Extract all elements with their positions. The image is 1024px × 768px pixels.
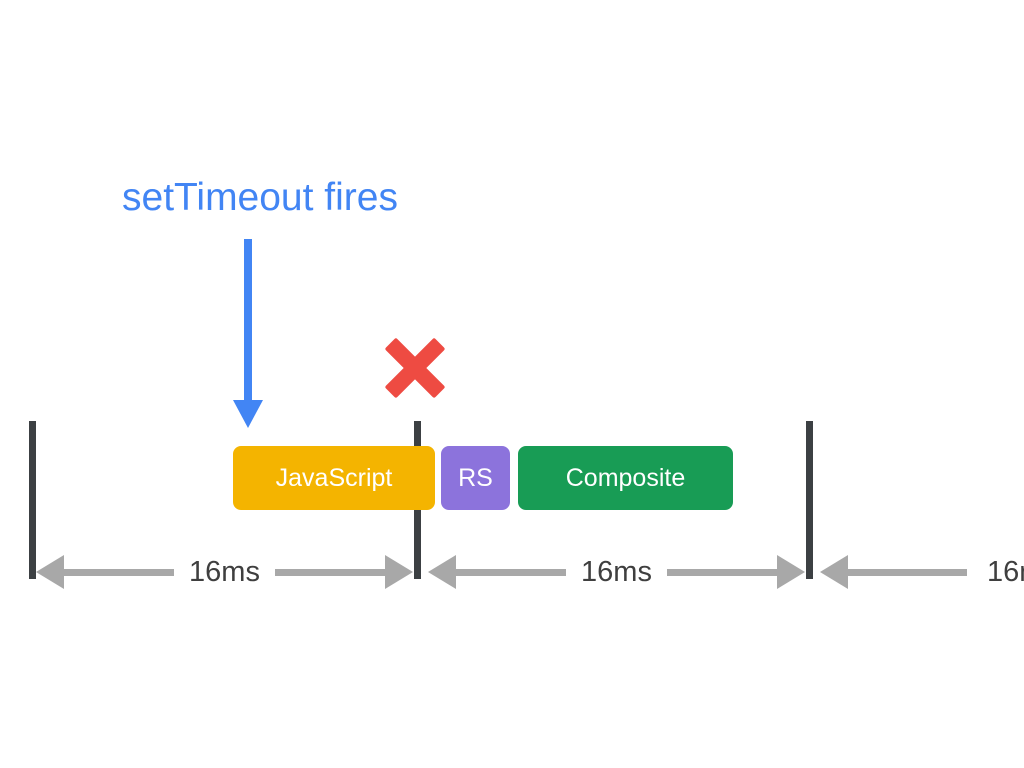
frame-boundary-bar-1 [29, 421, 36, 579]
javascript-block: JavaScript [233, 446, 435, 510]
arrowhead-left-icon [36, 555, 64, 589]
dropped-frame-cross-icon [380, 333, 450, 403]
pointer-arrow-shaft [244, 239, 252, 402]
frame-duration-label-2: 16ms [581, 555, 652, 588]
arrowhead-left-icon [428, 555, 456, 589]
measure-line [64, 568, 175, 576]
rs-block-label: RS [458, 463, 493, 492]
frame-duration-label-1: 16ms [189, 555, 260, 588]
composite-block: Composite [518, 446, 733, 510]
measure-line [456, 568, 567, 576]
frame-boundary-bar-3 [806, 421, 813, 579]
arrowhead-right-icon [777, 555, 806, 589]
measure-line [274, 568, 386, 576]
frame-duration-label-3: 16ms [987, 555, 1024, 588]
arrowhead-left-icon [820, 555, 848, 589]
measure-line [848, 568, 967, 576]
frame-duration-arrow-3: 16ms [820, 555, 1024, 589]
frame-duration-arrow-2: 16ms [428, 555, 806, 589]
frame-duration-arrow-1: 16ms [36, 555, 414, 589]
settimeout-fires-label: setTimeout fires [122, 176, 398, 219]
javascript-block-label: JavaScript [275, 463, 393, 492]
composite-block-label: Composite [565, 463, 686, 492]
arrowhead-right-icon [385, 555, 414, 589]
pointer-arrow-head [233, 400, 263, 428]
rs-block: RS [441, 446, 510, 510]
measure-line [666, 568, 778, 576]
